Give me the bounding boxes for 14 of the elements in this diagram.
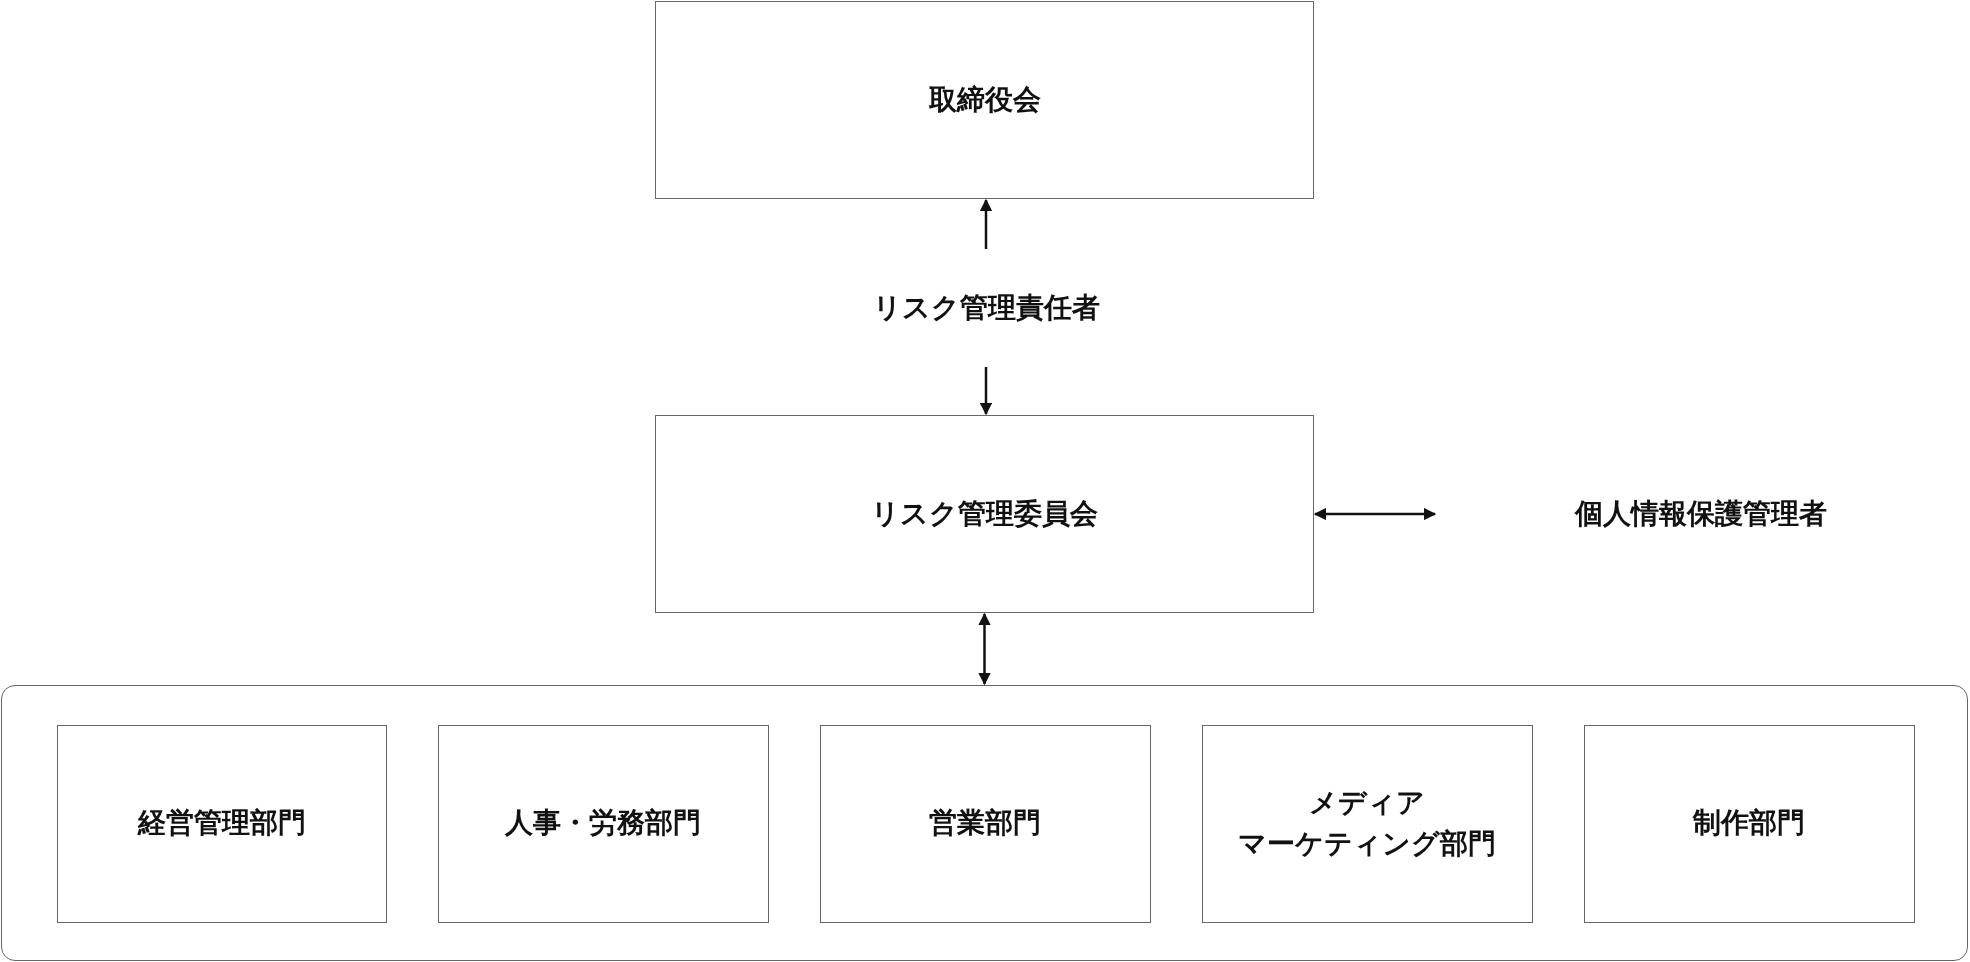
department-box: 制作部門 bbox=[1583, 724, 1915, 923]
committee-box: リスク管理委員会 bbox=[655, 415, 1314, 613]
role-label: リスク管理責任者 bbox=[840, 250, 1132, 366]
arrow bbox=[979, 367, 993, 416]
department-box: 営業部門 bbox=[819, 724, 1151, 923]
arrow bbox=[1313, 507, 1437, 521]
committee-box: 取締役会 bbox=[655, 1, 1314, 199]
arrow bbox=[979, 198, 993, 249]
department-group-box bbox=[1, 685, 1968, 961]
role-label: 個人情報保護管理者 bbox=[1436, 454, 1966, 574]
department-box: 経営管理部門 bbox=[56, 724, 387, 923]
department-box: メディアマーケティング部門 bbox=[1201, 724, 1533, 923]
arrow bbox=[978, 612, 991, 686]
department-box: 人事・労務部門 bbox=[437, 724, 769, 923]
